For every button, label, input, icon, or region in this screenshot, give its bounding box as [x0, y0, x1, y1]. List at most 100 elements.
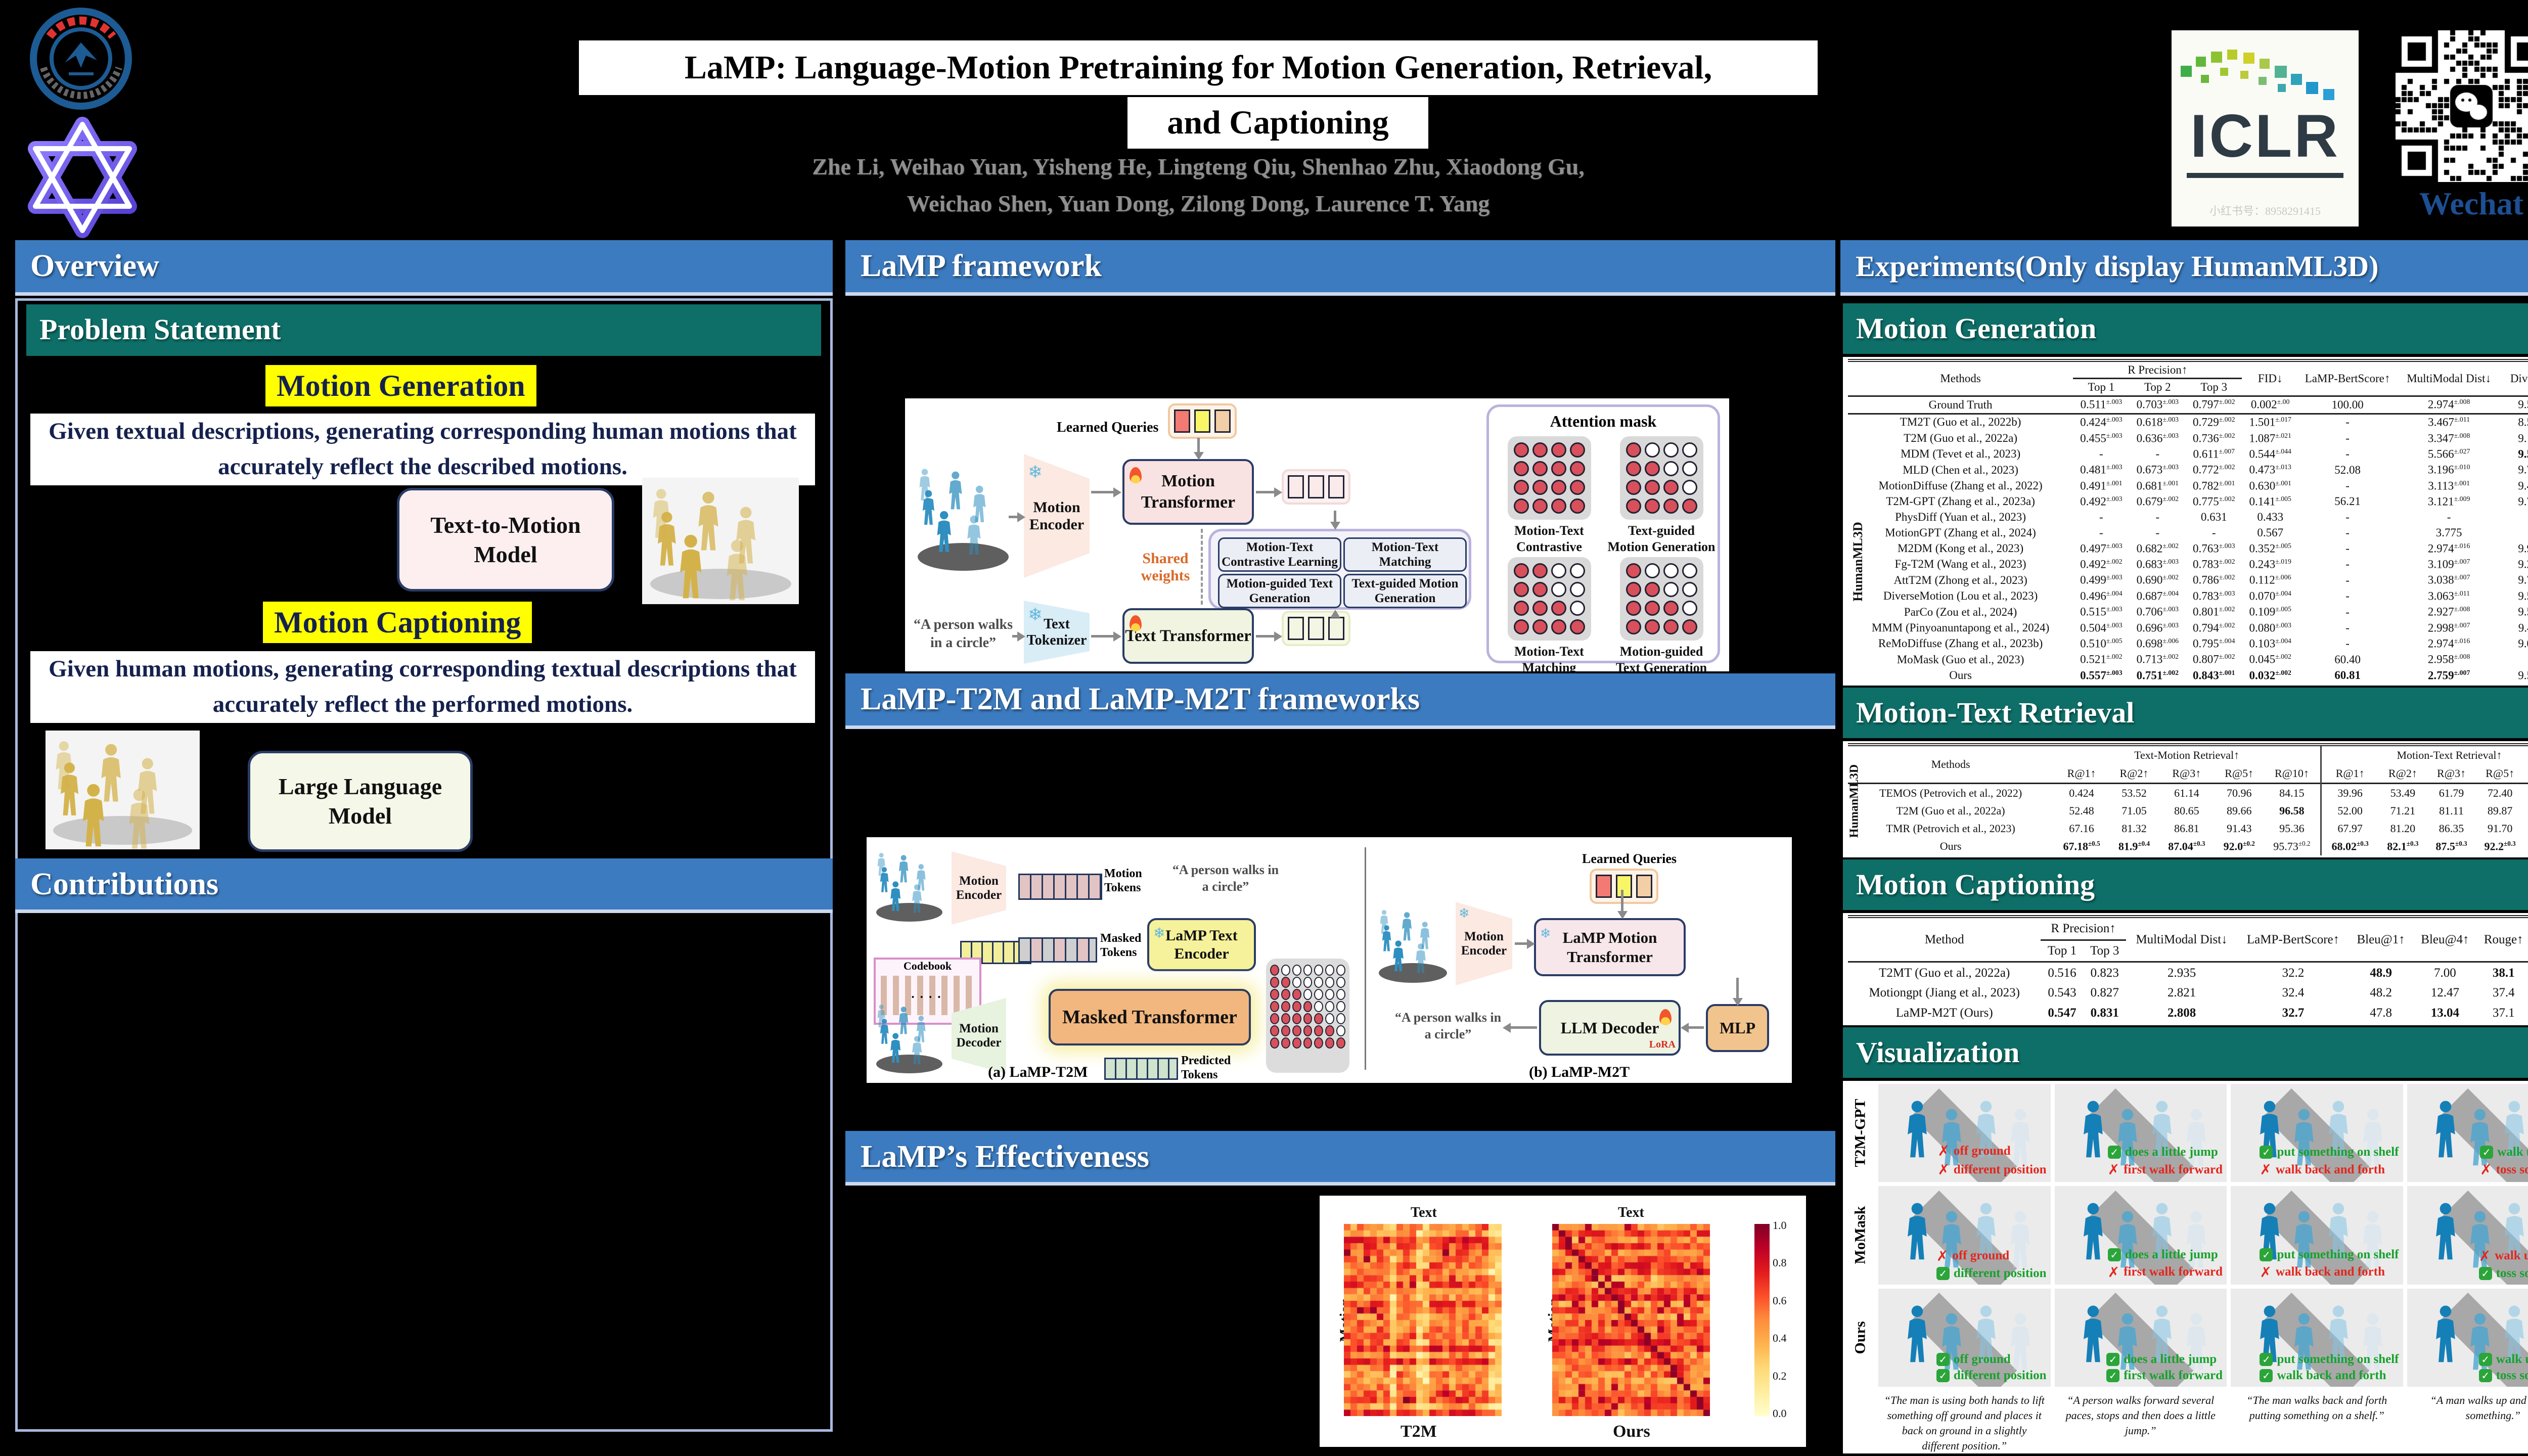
col-top: Top 3: [2090, 943, 2119, 958]
check-icon: ✓: [1936, 1369, 1950, 1382]
metric-value: 0.807±.002: [2193, 653, 2235, 666]
metric-value: 81.20: [2390, 822, 2416, 835]
col-rk: R@2↑: [2119, 766, 2149, 780]
problem-statement-bar: Problem Statement: [26, 304, 821, 356]
metric-value: 0.243±.019: [2249, 558, 2291, 571]
metric-value: 0.045±.002: [2249, 653, 2291, 666]
attention-mask-grid: Motion-Text Contrastive: [1494, 436, 1604, 555]
m2t-learned-queries: [1590, 869, 1658, 904]
metric-value: 0.783±.002: [2193, 558, 2235, 571]
section-experiments: Experiments(Only display HumanML3D): [1840, 240, 2528, 296]
metric-value: 0.679±.002: [2136, 495, 2179, 508]
metric-value: 67.16: [2069, 822, 2094, 835]
metric-value: 0.473±.013: [2249, 463, 2291, 476]
col-rk: R@10↑: [2274, 766, 2309, 780]
metric-value: 87.04±0.3: [2168, 840, 2205, 853]
metric-value: 0.070±.004: [2249, 589, 2291, 603]
metric-value: 0.515±.003: [2080, 605, 2123, 618]
metric-value: 9.700±.090: [2518, 574, 2528, 587]
col-top: Top 1: [2088, 381, 2115, 393]
method-name: TM2T (Guo et al., 2022b): [1900, 416, 2021, 429]
metric-value: 0.544±.044: [2249, 447, 2291, 461]
metric-value: 48.9: [2370, 966, 2392, 980]
check-icon: ✓: [2478, 1266, 2492, 1280]
trainable-icon: [1130, 615, 1142, 631]
t2m-motion-encoder: Motion Encoder: [952, 851, 1006, 925]
motion-captioning-label: Motion Captioning: [263, 602, 532, 643]
viz-motion-cell: ✓off ground✓different position: [1878, 1288, 2051, 1387]
metric-value: 3.121±.009: [2427, 495, 2470, 508]
text-to-motion-model-box: Text-to-Motion Model: [397, 488, 614, 592]
metric-value: -: [2155, 447, 2160, 461]
metric-value: 92.0±0.2: [2223, 840, 2255, 853]
motion-tokens-strip: [1018, 874, 1102, 900]
metric-value: 37.1: [2492, 1006, 2515, 1020]
check-icon: ✓: [2260, 1248, 2273, 1261]
metric-value: 91.70: [2487, 822, 2513, 835]
metric-value: 0.103±.004: [2249, 637, 2291, 650]
table-row: MMM (Pinyoanuntapong et al., 2024)0.504±…: [1848, 620, 2528, 635]
check-icon: ✓: [2478, 1369, 2492, 1382]
viz-caption: “A person walks forward several paces, s…: [2065, 1393, 2216, 1437]
metric-value: 0.002±.00: [2242, 396, 2298, 415]
metric-value: -: [2211, 526, 2216, 539]
t2m-caption: (a) LaMP-T2M: [988, 1064, 1088, 1080]
metric-value: 0.543: [2048, 986, 2076, 1000]
method-name: AttT2M (Zhong et al., 2023): [1893, 573, 2027, 586]
metric-value: 0.794±.002: [2193, 621, 2235, 634]
method-name: LaMP-M2T (Ours): [1895, 1006, 1993, 1020]
metric-value: 0.496±.004: [2080, 589, 2123, 603]
check-icon: ✓: [2106, 1352, 2120, 1366]
metric-value: 87.5±0.3: [2435, 840, 2467, 853]
metric-value: -: [2099, 526, 2103, 539]
metric-value: 0.492±.002: [2080, 558, 2123, 571]
metric-value: 0.831: [2090, 1006, 2119, 1020]
frozen-icon: ❄: [1028, 605, 1043, 625]
m2t-motion-input: [1375, 903, 1451, 986]
humanml3d-rotated-label: HumanML3D: [1847, 764, 1861, 838]
heatmap2-xlabel: Text: [1618, 1205, 1644, 1220]
motion-generation-bar: Motion Generation: [1843, 303, 2528, 354]
viz-motion-cell: ✓put something on shelf✓walk back and fo…: [2231, 1288, 2403, 1387]
metric-value: 95.27: [2524, 820, 2528, 837]
metric-value: 60.40: [2334, 653, 2361, 666]
col-metric: Rouge↑: [2484, 932, 2523, 946]
effectiveness-figure: Text Text Motion Motion 1.00.80.60.40.20…: [1320, 1196, 1806, 1447]
motion-captioning-desc: Given human motions, generating correspo…: [30, 651, 815, 723]
metric-value: 0.786±.002: [2193, 573, 2235, 587]
metric-value: 0.763±.003: [2193, 541, 2235, 555]
method-name: Fg-T2M (Wang et al., 2023): [1894, 558, 2026, 571]
metric-value: 80.65: [2174, 804, 2199, 817]
col-metric: MultiModal Dist↓: [2136, 932, 2228, 946]
metric-value: 0.080±.003: [2249, 621, 2291, 634]
metric-value: 0.673±.003: [2136, 463, 2179, 476]
framework-figure: ❄ Motion Encoder Learned Queries Motion …: [905, 398, 1729, 675]
metric-value: 8.589±.076: [2518, 416, 2528, 429]
metric-value: 48.2: [2370, 986, 2392, 1000]
metric-value: 9.503±.065: [2501, 396, 2528, 415]
metric-value: 0.455±.003: [2080, 431, 2123, 445]
trainable-icon: [1130, 467, 1142, 483]
colorbar: [1754, 1224, 1770, 1416]
visualization-bar: Visualization: [1843, 1027, 2528, 1078]
metric-value: 2.759±.007: [2427, 668, 2470, 682]
metric-value: 95.73±0.2: [2273, 840, 2311, 853]
predicted-tokens-strip: [1104, 1058, 1178, 1080]
check-icon: ✓: [2107, 1248, 2121, 1261]
metric-value: 37.4: [2492, 986, 2515, 1000]
viz-caption: “A man walks up and tosses something.”: [2430, 1393, 2528, 1422]
metric-value: 56.21: [2334, 495, 2361, 508]
metric-value: 0.713±.002: [2136, 653, 2179, 666]
method-name: TMR (Petrovich et al., 2023): [1886, 822, 2015, 835]
metric-value: 47.8: [2370, 1006, 2392, 1020]
metric-value: 81.32: [2121, 822, 2147, 835]
metric-value: -: [2345, 573, 2350, 586]
metric-value: 9.278±.072: [2518, 558, 2528, 571]
metric-value: 0.510±.005: [2080, 637, 2123, 650]
masked-tokens-label: Masked Tokens: [1100, 932, 1142, 959]
